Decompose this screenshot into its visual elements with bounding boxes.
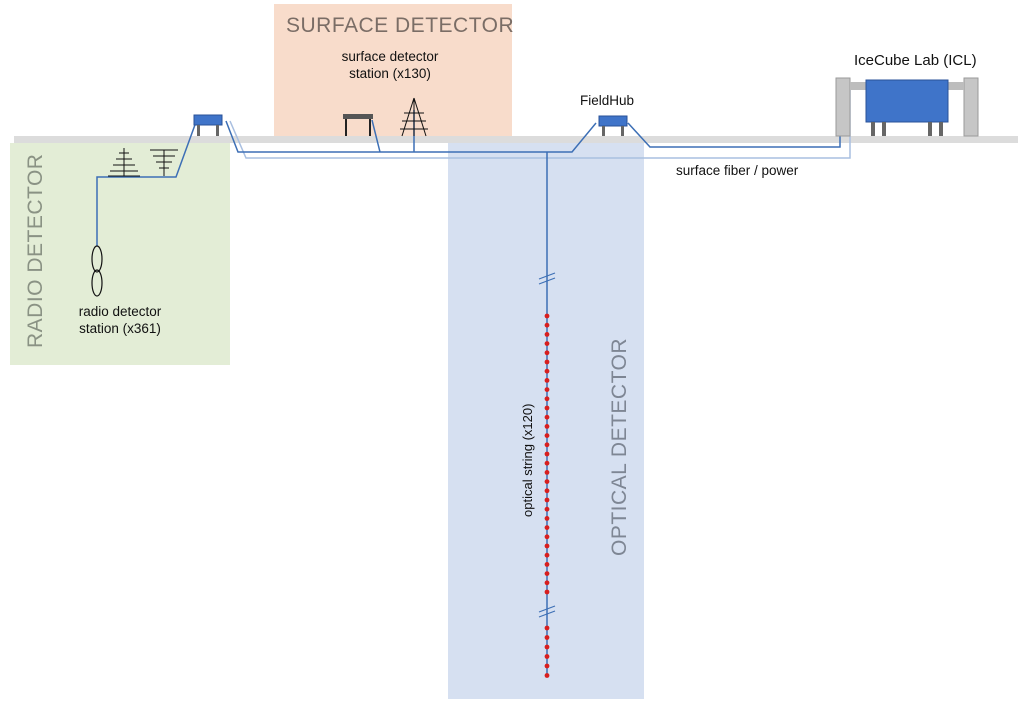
digital-optical-module-icon [544, 470, 550, 475]
icecube-lab-label: IceCube Lab (ICL) [854, 52, 977, 69]
digital-optical-module-icon [544, 479, 550, 484]
fieldhub-label: FieldHub [580, 93, 635, 108]
radio-borehole-antenna-icon [91, 245, 103, 297]
optical-modules [544, 313, 550, 678]
lpda-antenna-icon [108, 148, 140, 177]
digital-optical-module-icon [544, 396, 550, 402]
optical-string-label: optical string (x120) [520, 403, 535, 517]
optical-detector-title: OPTICAL DETECTOR [608, 337, 631, 556]
lpda-antenna-icon [150, 149, 178, 176]
string-break-mark [538, 605, 556, 618]
digital-optical-module-icon [544, 368, 550, 374]
digital-optical-module-icon [544, 378, 550, 383]
digital-optical-module-icon [544, 525, 550, 530]
surface-station-label-line2: station (x130) [349, 65, 431, 81]
fieldhub-box-icon [598, 115, 628, 136]
radio-station-label-line1: radio detector [78, 304, 162, 319]
digital-optical-module-icon [544, 424, 550, 429]
surface-radio-antenna-icon [400, 97, 428, 137]
optical-detector-region [448, 140, 644, 699]
radio-station-label: radio detector station (x361) [56, 304, 184, 338]
digital-optical-module-icon [544, 414, 550, 420]
surface-scintillator-panel-icon [343, 114, 373, 136]
digital-optical-module-icon [544, 433, 550, 438]
digital-optical-module-icon [544, 387, 550, 392]
surface-detector-title: SURFACE DETECTOR [286, 14, 515, 37]
radio-detector-region [10, 143, 230, 365]
digital-optical-module-icon [544, 562, 550, 567]
digital-optical-module-icon [544, 580, 550, 586]
surface-detector-region [274, 4, 512, 136]
digital-optical-module-icon [544, 543, 550, 549]
icecube-lab-building-icon [835, 77, 979, 137]
digital-optical-module-icon [544, 322, 550, 328]
ground-surface [14, 136, 1018, 143]
radio-fieldhub-box-icon [193, 114, 223, 136]
digital-optical-module-icon [544, 497, 550, 503]
digital-optical-module-icon [544, 359, 550, 365]
digital-optical-module-icon [544, 635, 550, 640]
digital-optical-module-icon [544, 625, 550, 631]
digital-optical-module-icon [544, 663, 550, 669]
radio-detector-title: RADIO DETECTOR [24, 153, 47, 348]
digital-optical-module-icon [544, 488, 550, 494]
digital-optical-module-icon [544, 451, 550, 457]
surface-fiber-label: surface fiber / power [676, 163, 799, 178]
digital-optical-module-icon [544, 442, 550, 448]
digital-optical-module-icon [544, 332, 550, 337]
digital-optical-module-icon [544, 673, 550, 678]
digital-optical-module-icon [544, 552, 550, 558]
digital-optical-module-icon [544, 460, 550, 466]
string-break-mark [538, 272, 556, 285]
digital-optical-module-icon [544, 644, 550, 650]
digital-optical-module-icon [544, 506, 550, 512]
digital-optical-module-icon [544, 350, 550, 356]
radio-station-label-line2: station (x361) [79, 320, 161, 336]
digital-optical-module-icon [544, 516, 550, 521]
surface-station-label-line1: surface detector [341, 49, 439, 64]
digital-optical-module-icon [544, 341, 550, 346]
digital-optical-module-icon [544, 534, 550, 540]
digital-optical-module-icon [544, 571, 550, 576]
digital-optical-module-icon [544, 654, 550, 659]
digital-optical-module-icon [544, 589, 550, 595]
digital-optical-module-icon [544, 313, 550, 319]
surface-station-label: surface detector station (x130) [320, 49, 460, 83]
digital-optical-module-icon [544, 405, 550, 411]
